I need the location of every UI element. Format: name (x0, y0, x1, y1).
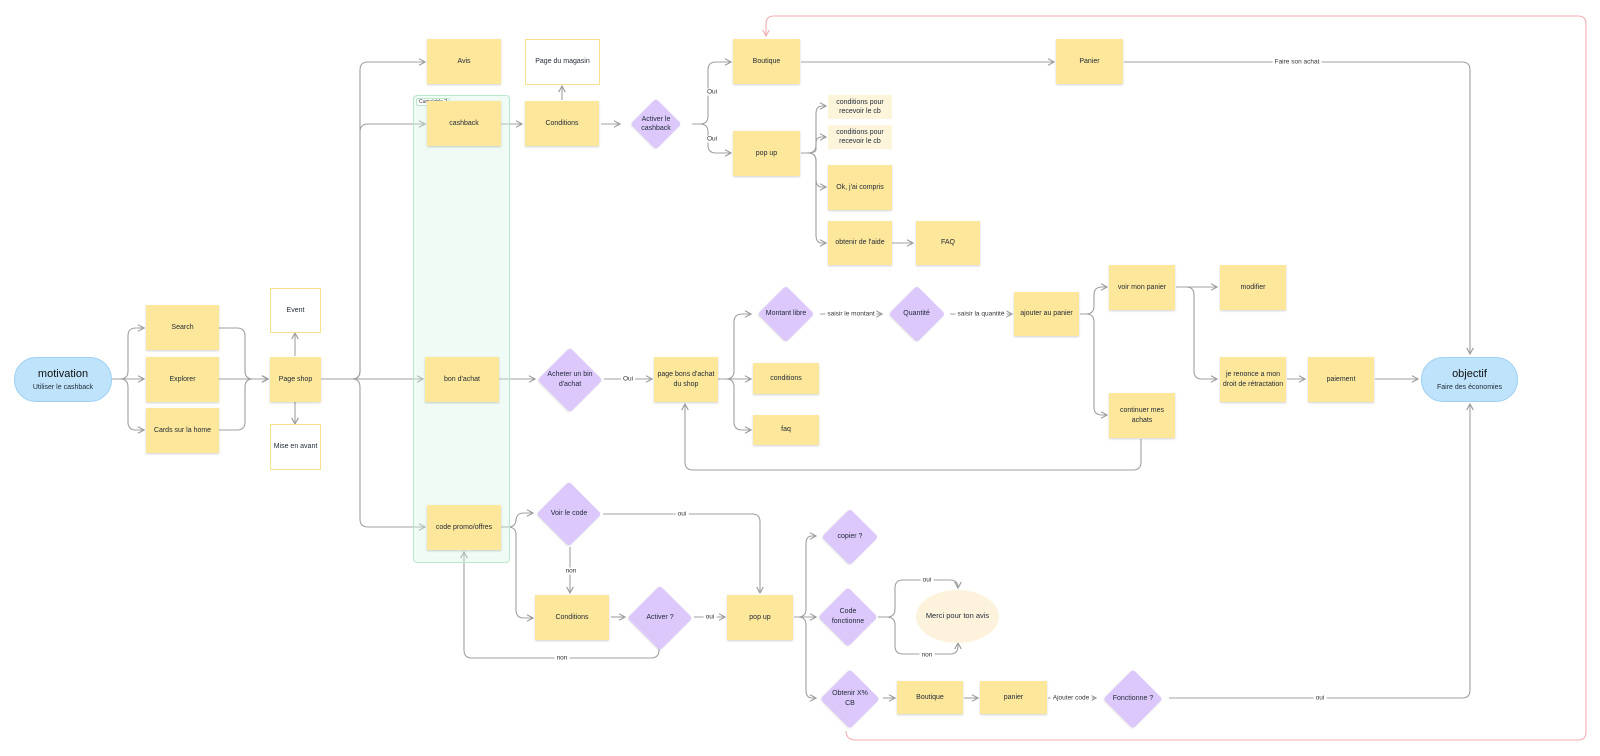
activer-cashback-decision[interactable]: Activer le cashback (621, 103, 691, 145)
ajouter-panier-node[interactable]: ajouter au panier (1014, 292, 1079, 336)
obtenir-cb-decision[interactable]: Obtenir X% CB (818, 672, 882, 725)
edge-label-oui-bon: Oui (620, 375, 636, 383)
popup-top-node[interactable]: pop up (733, 131, 800, 176)
page-magasin-node[interactable]: Page du magasin (525, 39, 600, 85)
event-node[interactable]: Event (270, 288, 321, 333)
boutique-bottom-node[interactable]: Boutique (897, 681, 963, 714)
conditions-recevoir-cb-1: conditions pour recevoir le cb (828, 95, 892, 119)
edge-label-oui-merci: oui (920, 576, 934, 584)
merci-avis-node: Merci pour ton avis (916, 590, 999, 643)
edge-label-saisir-quantite: saisir la quantité (955, 310, 1007, 318)
edge-label-saisir-montant: saisir le montant (825, 310, 877, 318)
conditions-recevoir-cb-2: conditions pour recevoir le cb (828, 125, 892, 149)
edge-label-non-merci: non (919, 651, 935, 659)
acheter-bon-label: Acheter un bin d'achat (547, 371, 593, 388)
motivation-node[interactable]: motivation Utiliser le cashback (14, 357, 112, 402)
cashback-node[interactable]: cashback (427, 101, 501, 146)
search-node[interactable]: Search (146, 305, 219, 350)
quantite-decision[interactable]: Quantité (884, 290, 949, 338)
edge-label-non-voir-code: non (563, 567, 579, 575)
cumulable-group: Cumulable ? (413, 95, 510, 563)
code-fonctionne-label: Code fonctionne (831, 608, 865, 625)
activer-decision[interactable]: Activer ? (627, 588, 693, 647)
mise-en-avant-node[interactable]: Mise en avant (270, 424, 321, 470)
fonctionne-decision[interactable]: Fonctionne ? (1098, 672, 1168, 725)
objectif-subtitle: Faire des économies (1437, 383, 1502, 391)
montant-libre-label: Montant libre (765, 310, 807, 318)
boutique-top-node[interactable]: Boutique (733, 39, 800, 84)
activer-label: Activer ? (646, 613, 674, 621)
faq-top-node[interactable]: FAQ (916, 221, 980, 265)
bon-achat-node[interactable]: bon d'achat (425, 357, 499, 402)
voir-code-label: Voir le code (550, 510, 588, 518)
continuer-achats-node[interactable]: continuer mes achats (1109, 393, 1175, 438)
edge-label-oui-popup: Oui (704, 135, 720, 143)
edge-label-oui-boutique: Oui (704, 88, 720, 96)
conditions-cashback-node[interactable]: Conditions (525, 101, 599, 146)
objectif-title: objectif (1452, 367, 1487, 380)
ok-compris-node[interactable]: Ok, j'ai compris (828, 165, 892, 210)
renonce-retractation-node[interactable]: je renonce a mon droit de rétractation (1220, 357, 1286, 402)
panier-top-node[interactable]: Panier (1056, 39, 1123, 84)
fonctionne-label: Fonctionne ? (1112, 694, 1154, 702)
quantite-label: Quantité (903, 310, 930, 318)
avis-node[interactable]: Avis (427, 39, 501, 84)
explorer-node[interactable]: Explorer (146, 357, 219, 402)
paiement-node[interactable]: paiement (1308, 357, 1374, 402)
modifier-node[interactable]: modifier (1220, 265, 1286, 310)
code-fonctionne-decision[interactable]: Code fonctionne (818, 590, 878, 643)
edge-label-oui-activer: oui (703, 613, 717, 621)
montant-libre-decision[interactable]: Montant libre (753, 290, 819, 338)
copier-label: copier ? (837, 533, 863, 541)
activer-cashback-label: Activer le cashback (641, 115, 671, 132)
obtenir-cb-label: Obtenir X% CB (832, 690, 868, 707)
motivation-title: motivation (37, 367, 89, 380)
faq-bon-node[interactable]: faq (753, 415, 819, 445)
edge-label-ajouter-code: Ajouter code (1050, 694, 1092, 702)
cards-home-node[interactable]: Cards sur la home (146, 408, 219, 453)
acheter-bon-decision[interactable]: Acheter un bin d'achat (537, 351, 603, 408)
edge-label-faire-achat: Faire son achat (1272, 58, 1322, 66)
edge-label-oui-voir-code: oui (675, 510, 689, 518)
conditions-bon-node[interactable]: conditions (753, 363, 819, 394)
code-promo-node[interactable]: code promo/offres (427, 505, 501, 550)
voir-code-decision[interactable]: Voir le code (535, 484, 603, 544)
copier-decision[interactable]: copier ? (818, 511, 882, 563)
voir-panier-node[interactable]: voir mon panier (1109, 265, 1175, 310)
page-shop-node[interactable]: Page shop (270, 357, 321, 402)
obtenir-aide-node[interactable]: obtenir de l'aide (828, 221, 892, 265)
objectif-node[interactable]: objectif Faire des économies (1421, 357, 1518, 402)
motivation-subtitle: Utiliser le cashback (32, 383, 94, 391)
edge-label-non-activer: non (554, 654, 570, 662)
page-bons-node[interactable]: page bons d'achat du shop (654, 357, 718, 402)
conditions-promo-node[interactable]: Conditions (535, 595, 609, 640)
panier-bottom-node[interactable]: panier (980, 681, 1047, 714)
popup-promo-node[interactable]: pop up (727, 595, 793, 640)
edge-label-oui-fonctionne: oui (1313, 694, 1327, 702)
